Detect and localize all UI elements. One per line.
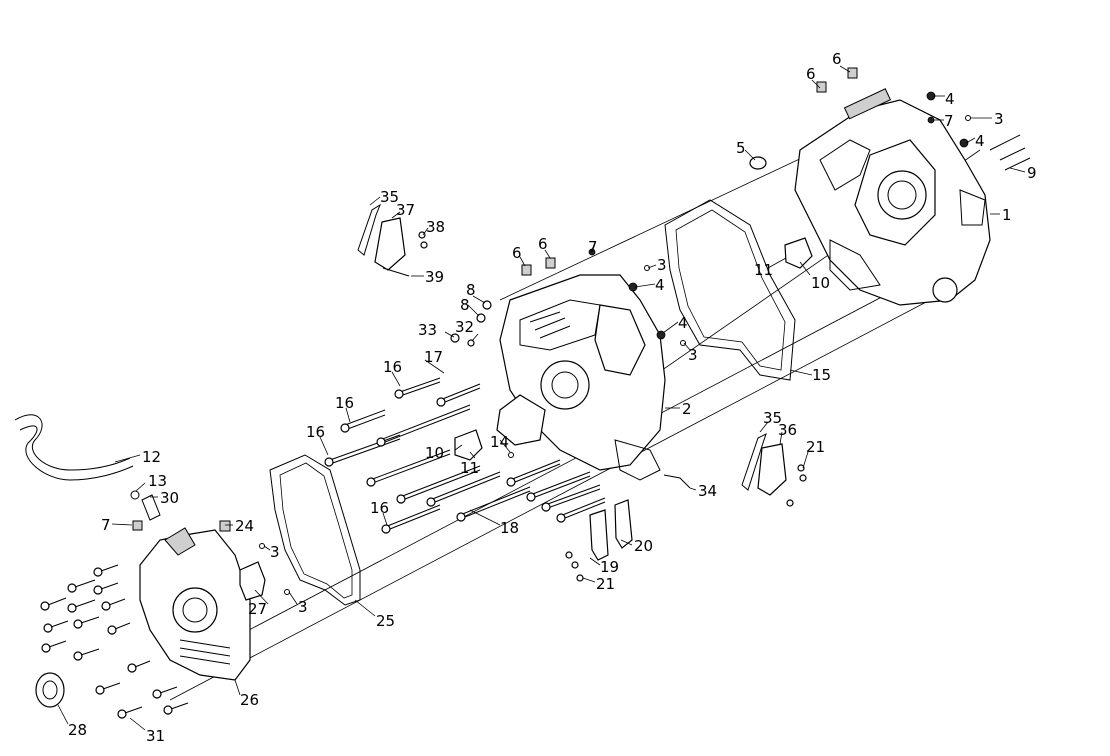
callout-16c: 16 <box>306 423 325 441</box>
callout-32: 32 <box>455 318 474 336</box>
callout-11b: 11 <box>460 459 479 477</box>
callout-4d: 4 <box>678 314 688 332</box>
bearing-shell-10-front <box>454 429 483 461</box>
callout-18: 18 <box>500 519 519 537</box>
callout-10a: 10 <box>811 274 830 292</box>
seal-strip-35 <box>357 203 382 256</box>
callout-26: 26 <box>240 691 259 709</box>
callout-3e: 3 <box>298 598 308 616</box>
callout-labels: 1 2 3 3 3 3 3 4 4 4 4 5 6 6 6 6 7 7 7 8 … <box>68 50 1037 745</box>
callout-27: 27 <box>248 600 267 618</box>
left-crankcase-part <box>496 274 666 481</box>
callout-16d: 16 <box>370 499 389 517</box>
cover-plate-37 <box>374 217 406 271</box>
rear-gasket-part <box>664 199 796 381</box>
right-crankcase-part <box>794 88 991 306</box>
dowel-6 <box>816 81 827 93</box>
callout-7a: 7 <box>944 112 954 130</box>
callout-13: 13 <box>148 472 167 490</box>
callout-8b: 8 <box>460 296 470 314</box>
callout-21a: 21 <box>596 575 615 593</box>
callout-14: 14 <box>490 433 509 451</box>
callout-16a: 16 <box>383 358 402 376</box>
callout-3a: 3 <box>657 256 667 274</box>
callout-37: 37 <box>396 201 415 219</box>
callout-38: 38 <box>426 218 445 236</box>
fitting-30 <box>141 494 161 521</box>
callout-24: 24 <box>235 517 254 535</box>
bearing-shell-10-rear <box>784 237 813 269</box>
callout-3c: 3 <box>688 346 698 364</box>
callout-9: 9 <box>1027 164 1037 182</box>
callout-30: 30 <box>160 489 179 507</box>
callout-34: 34 <box>698 482 717 500</box>
callout-8a: 8 <box>466 281 476 299</box>
bracket-19 <box>589 509 609 561</box>
bolt-group-16 <box>324 377 441 534</box>
bracket-20 <box>614 499 633 549</box>
callout-3d: 3 <box>270 543 280 561</box>
callout-6c: 6 <box>512 244 522 262</box>
bolt-set <box>40 377 606 719</box>
callout-15: 15 <box>812 366 831 384</box>
callout-33: 33 <box>418 321 437 339</box>
cover-plate-36 <box>757 443 787 496</box>
callout-6b: 6 <box>832 50 842 68</box>
callout-12: 12 <box>142 448 161 466</box>
callout-2: 2 <box>682 400 692 418</box>
callout-25: 25 <box>376 612 395 630</box>
clip-34 <box>663 474 691 489</box>
callout-5: 5 <box>736 139 746 157</box>
bearing-shell-27 <box>239 561 266 601</box>
callout-4b: 4 <box>975 132 985 150</box>
callout-21b: 21 <box>806 438 825 456</box>
callout-10b: 10 <box>425 444 444 462</box>
oil-seal-part <box>35 672 65 708</box>
callout-16b: 16 <box>335 394 354 412</box>
callout-4c: 4 <box>655 276 665 294</box>
callout-31: 31 <box>146 727 165 745</box>
callout-28: 28 <box>68 721 87 739</box>
callout-7b: 7 <box>588 238 598 256</box>
callout-6a: 6 <box>806 65 816 83</box>
callout-11a: 11 <box>754 261 773 279</box>
callout-39: 39 <box>425 268 444 286</box>
callout-17: 17 <box>424 348 443 366</box>
callout-35a: 35 <box>380 188 399 206</box>
callout-35b: 35 <box>763 409 782 427</box>
bolt-group-31 <box>40 564 189 719</box>
callout-19: 19 <box>600 558 619 576</box>
front-gasket-part <box>269 454 361 606</box>
callout-3b: 3 <box>994 110 1004 128</box>
front-cover-part <box>139 527 251 681</box>
callout-6d: 6 <box>538 235 548 253</box>
breather-hose-part <box>14 414 134 481</box>
callout-36: 36 <box>778 421 797 439</box>
small-parts <box>35 67 1031 708</box>
leader-lines <box>57 65 1026 731</box>
callout-20: 20 <box>634 537 653 555</box>
plug-5 <box>749 156 767 170</box>
callout-4a: 4 <box>945 90 955 108</box>
callout-7c: 7 <box>101 516 111 534</box>
callout-1: 1 <box>1002 206 1012 224</box>
bolt-group-18 <box>366 383 606 523</box>
